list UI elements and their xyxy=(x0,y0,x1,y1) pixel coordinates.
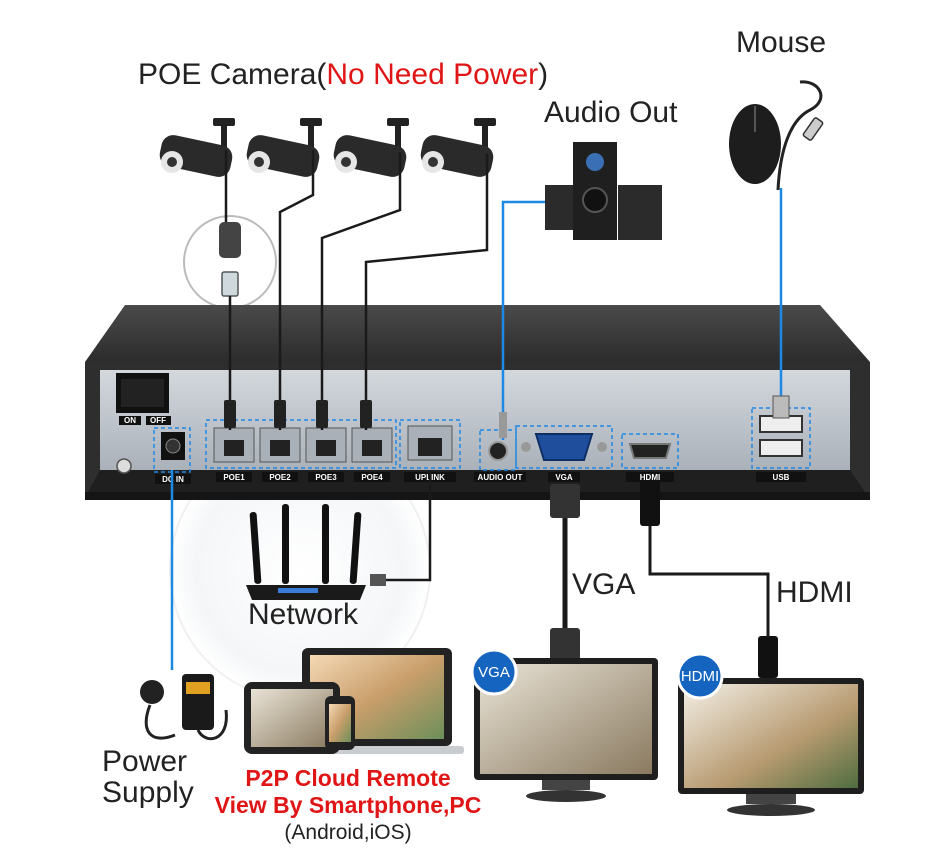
p2p-remote-label: P2P Cloud Remote View By Smartphone,PC (… xyxy=(200,765,496,846)
p2p-line-2: View By Smartphone,PC xyxy=(214,792,482,818)
hdmi-monitor xyxy=(678,678,864,816)
usb-port-2 xyxy=(759,439,803,457)
mouse-usb-plug xyxy=(772,395,790,419)
p2p-line-1: P2P Cloud Remote xyxy=(245,765,451,791)
hdmi-chip-label: HDMI xyxy=(681,668,719,685)
supply-text: Supply xyxy=(102,776,194,809)
vga-chip-label: VGA xyxy=(478,664,510,681)
port-tag-off: OFF xyxy=(150,416,166,425)
port-tag-audio-out: AUDIO OUT xyxy=(478,473,523,482)
nvr-recorder: ON OFF DC IN POE1 POE2 POE3 POE4 UPLIN xyxy=(85,305,870,500)
rj45-connector-zoom xyxy=(183,215,277,309)
port-tag-poe2: POE2 xyxy=(269,473,291,482)
vga-monitor xyxy=(474,658,658,802)
port-tag-poe1: POE1 xyxy=(223,473,245,482)
port-tag-vga: VGA xyxy=(555,473,573,482)
vga-plug-bottom xyxy=(550,628,580,662)
close-paren-text: ) xyxy=(538,58,549,91)
camera-cables xyxy=(224,150,489,430)
hdmi-plug-bottom xyxy=(758,636,778,678)
audio-out-label: Audio Out xyxy=(544,96,678,129)
poe-camera-2 xyxy=(246,118,322,177)
vga-port xyxy=(534,433,594,461)
no-need-power-text: No Need Power xyxy=(326,58,539,91)
poe-camera-text: POE Camera( xyxy=(138,58,327,91)
hdmi-plug-top xyxy=(640,480,660,526)
usb-mouse xyxy=(729,80,824,191)
vga-plug-top xyxy=(550,484,580,518)
network-router xyxy=(246,504,366,600)
port-tag-hdmi: HDMI xyxy=(640,473,660,482)
router-plug xyxy=(370,574,386,586)
power-adapter xyxy=(140,674,228,741)
poe-camera-3 xyxy=(333,118,409,177)
p2p-line-3: (Android,iOS) xyxy=(284,821,412,844)
vga-label: VGA xyxy=(572,568,636,601)
poe-camera-1 xyxy=(159,118,235,177)
port-tag-poe3: POE3 xyxy=(315,473,337,482)
port-tag-on: ON xyxy=(124,416,136,425)
hdmi-port xyxy=(628,443,672,459)
port-tag-poe4: POE4 xyxy=(361,473,383,482)
port-tag-usb: USB xyxy=(773,473,790,482)
audio-out-jack xyxy=(488,441,508,461)
hdmi-label: HDMI xyxy=(776,576,853,609)
audio-cable xyxy=(501,200,545,440)
audio-speakers xyxy=(545,142,662,240)
laptop-and-phones xyxy=(244,648,464,754)
ground-icon xyxy=(116,458,132,474)
hdmi-cable xyxy=(648,526,770,640)
mouse-label: Mouse xyxy=(736,26,827,59)
audio-plug xyxy=(499,412,507,438)
poe-camera-4 xyxy=(420,118,496,177)
hdmi-chip: HDMI xyxy=(676,652,724,700)
network-label: Network xyxy=(248,598,359,631)
vga-chip: VGA xyxy=(470,648,518,696)
network-cable xyxy=(382,470,432,582)
poe-camera-label: POE Camera(No Need Power) xyxy=(138,58,548,92)
power-text: Power xyxy=(102,745,188,778)
poe-plugs xyxy=(224,400,372,428)
